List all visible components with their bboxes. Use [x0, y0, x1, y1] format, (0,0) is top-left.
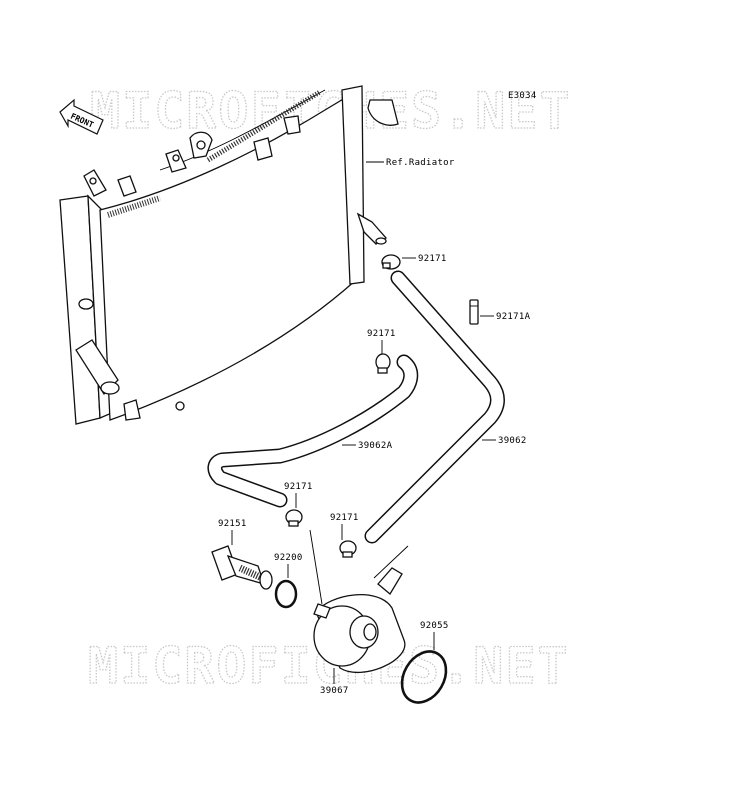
label-92171-lower-left: 92171 — [284, 482, 313, 492]
label-92171-upper: 92171 — [418, 254, 447, 264]
radiator — [59, 85, 399, 425]
bolt-92151-icon — [211, 545, 273, 590]
label-39062: 39062 — [498, 436, 527, 446]
clamp-92171-lower-right-icon — [339, 540, 357, 558]
label-39062a: 39062A — [358, 441, 393, 451]
hose-39062a — [207, 354, 419, 508]
oring-92055-icon — [400, 650, 448, 704]
label-92055: 92055 — [420, 621, 449, 631]
label-92171-lower-right: 92171 — [330, 513, 359, 523]
clip-92171a-icon — [469, 299, 479, 325]
label-92151: 92151 — [218, 519, 247, 529]
label-92171a: 92171A — [496, 312, 531, 322]
label-92200: 92200 — [274, 553, 303, 563]
label-39067: 39067 — [320, 686, 349, 696]
clamp-92171-lower-left-icon — [285, 509, 303, 527]
diagram-code: E3034 — [508, 91, 537, 101]
hose-39062 — [364, 270, 505, 544]
oil-cooler-39067 — [313, 545, 409, 673]
clamp-92171-mid-icon — [375, 353, 391, 374]
label-92171-mid: 92171 — [367, 329, 396, 339]
clamp-92171-upper-icon — [381, 254, 401, 270]
gasket-92200-icon — [274, 579, 298, 609]
reference-label: Ref.Radiator — [386, 158, 455, 168]
